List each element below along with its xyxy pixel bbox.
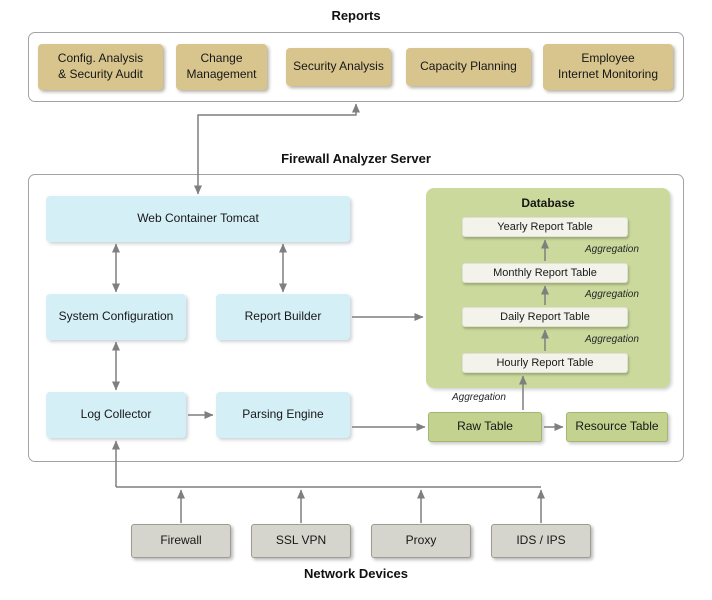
- report-builder-box: Report Builder: [216, 294, 350, 340]
- report-box-security-analysis: Security Analysis: [286, 48, 391, 86]
- daily-report-table-box: Daily Report Table: [462, 307, 628, 327]
- report-box-change-management: Change Management: [176, 44, 267, 90]
- monthly-report-table-box: Monthly Report Table: [462, 263, 628, 283]
- server-section-title: Firewall Analyzer Server: [281, 151, 431, 166]
- database-title: Database: [521, 196, 575, 210]
- report-box-capacity-planning: Capacity Planning: [406, 48, 531, 86]
- report-box-employee-monitoring: Employee Internet Monitoring: [543, 44, 673, 90]
- resource-table-box: Resource Table: [566, 412, 668, 442]
- device-box-firewall: Firewall: [131, 524, 231, 558]
- aggregation-label-raw: Aggregation: [452, 392, 506, 403]
- web-container-tomcat-box: Web Container Tomcat: [46, 196, 350, 242]
- aggregation-label-yearly: Aggregation: [585, 244, 639, 255]
- system-configuration-box: System Configuration: [46, 294, 186, 340]
- report-box-config-analysis: Config. Analysis & Security Audit: [38, 44, 163, 90]
- reports-section-title: Reports: [331, 8, 381, 23]
- raw-table-box: Raw Table: [428, 412, 542, 442]
- hourly-report-table-box: Hourly Report Table: [462, 353, 628, 373]
- yearly-report-table-box: Yearly Report Table: [462, 217, 628, 237]
- device-box-ids-ips: IDS / IPS: [491, 524, 591, 558]
- parsing-engine-box: Parsing Engine: [216, 392, 350, 438]
- device-box-ssl-vpn: SSL VPN: [251, 524, 351, 558]
- device-box-proxy: Proxy: [371, 524, 471, 558]
- aggregation-label-monthly: Aggregation: [585, 289, 639, 300]
- aggregation-label-daily: Aggregation: [585, 334, 639, 345]
- network-devices-title: Network Devices: [303, 566, 409, 581]
- log-collector-box: Log Collector: [46, 392, 186, 438]
